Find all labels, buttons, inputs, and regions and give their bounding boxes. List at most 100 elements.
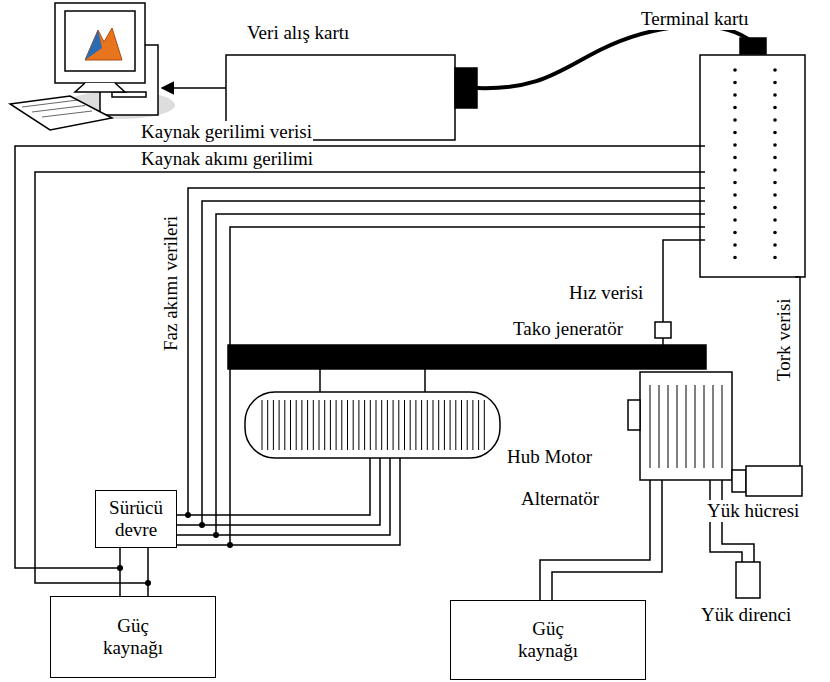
- terminal-pin: [733, 68, 737, 72]
- motor-stripe: [273, 400, 274, 450]
- motor-stripe: [353, 400, 354, 450]
- junction-dot: [185, 512, 191, 518]
- motor-stripe: [421, 400, 422, 450]
- part-label: Tako jeneratör: [512, 318, 624, 340]
- motor-stripe: [415, 400, 416, 450]
- motor-stripe: [387, 400, 388, 450]
- terminal-pin: [733, 206, 737, 210]
- motor-stripe: [341, 400, 342, 450]
- part-label: Hız verisi: [568, 282, 644, 304]
- alternator-fin: [677, 385, 678, 468]
- screen: [65, 11, 135, 71]
- terminal-pin: [773, 218, 777, 222]
- motor-stripe: [336, 400, 337, 450]
- speed-wire: [663, 240, 705, 322]
- phase-wire: [188, 188, 705, 515]
- matlab-logo: [85, 28, 122, 60]
- part-label: Yük direnci: [700, 604, 792, 626]
- terminal-pin: [733, 181, 737, 185]
- motor-stripe: [330, 400, 331, 450]
- terminal-pin: [733, 118, 737, 122]
- alternator-end: [628, 400, 640, 430]
- part-label: Yük hücresi: [706, 500, 800, 522]
- load-cell: [746, 466, 802, 496]
- key-row: [32, 106, 85, 113]
- terminal-pin: [773, 118, 777, 122]
- motor-stripe: [319, 400, 320, 450]
- terminal-connector: [740, 38, 766, 54]
- motor-stripe: [461, 400, 462, 450]
- terminal-pin: [773, 193, 777, 197]
- terminal-pin: [773, 131, 777, 135]
- terminal-pin: [733, 256, 737, 260]
- part-label: Tork verisi: [773, 297, 795, 382]
- motor-wire: [176, 458, 400, 545]
- terminal-pin: [773, 168, 777, 172]
- alternator-fin: [713, 385, 714, 468]
- terminal-pin: [733, 193, 737, 197]
- tacho-generator: [655, 322, 671, 338]
- part-label: Hub Motor: [506, 446, 593, 468]
- terminal-pin: [733, 156, 737, 160]
- motor-stripe: [472, 400, 473, 450]
- terminal-card: [700, 55, 805, 277]
- alternator-fin: [659, 385, 660, 468]
- shaft: [228, 345, 706, 369]
- terminal-pin: [773, 156, 777, 160]
- motor-stripe: [450, 400, 451, 450]
- matlab-logo: [85, 30, 102, 60]
- motor-stripe: [376, 400, 377, 450]
- terminal-pin: [733, 218, 737, 222]
- motor-stripe: [381, 400, 382, 450]
- motor-stripe: [398, 400, 399, 450]
- junction-dot: [199, 522, 205, 528]
- phase-wire: [216, 214, 705, 535]
- key-row: [42, 111, 92, 117]
- motor-stripe: [433, 400, 434, 450]
- box-text: Sürücü devre: [101, 497, 171, 541]
- motor-wire: [176, 458, 380, 525]
- motor-stripe: [438, 400, 439, 450]
- motor-wire: [176, 458, 390, 535]
- motor-stripe: [484, 400, 485, 450]
- terminal-pin: [733, 81, 737, 85]
- power-wire: [119, 548, 121, 596]
- motor-stripe: [364, 400, 365, 450]
- motor-stripe: [410, 400, 411, 450]
- block-box: Sürücü devre: [95, 490, 177, 548]
- junction-dot: [227, 542, 233, 548]
- box-text: Güç kaynağı: [93, 615, 173, 659]
- box-text: Güç kaynağı: [508, 618, 588, 662]
- motor-stripe: [313, 400, 314, 450]
- terminal-pin: [773, 68, 777, 72]
- motor-stripe: [279, 400, 280, 450]
- terminal-pin: [773, 206, 777, 210]
- terminal-pin: [733, 131, 737, 135]
- junction-dot: [213, 532, 219, 538]
- terminal-pin: [773, 243, 777, 247]
- terminal-pin: [733, 143, 737, 147]
- motor-mount: [319, 369, 321, 392]
- alternator-fin: [722, 385, 723, 468]
- motor-stripe: [301, 400, 302, 450]
- alternator-fin: [686, 385, 687, 468]
- terminal-pin: [773, 181, 777, 185]
- hub-motor: [245, 392, 500, 458]
- motor-stripe: [262, 400, 263, 450]
- motor-stripe: [393, 400, 394, 450]
- terminal-pin: [773, 106, 777, 110]
- part-label: Faz akımı verileri: [160, 215, 182, 352]
- motor-stripe: [324, 400, 325, 450]
- alternator-fin: [695, 385, 696, 468]
- motor-stripe: [358, 400, 359, 450]
- terminal-pin: [733, 168, 737, 172]
- terminal-pin: [773, 93, 777, 97]
- motor-stripe: [267, 400, 268, 450]
- monitor: [55, 3, 145, 83]
- terminal-pin: [733, 243, 737, 247]
- terminal-pin: [773, 81, 777, 85]
- motor-stripe: [284, 400, 285, 450]
- motor-stripe: [427, 400, 428, 450]
